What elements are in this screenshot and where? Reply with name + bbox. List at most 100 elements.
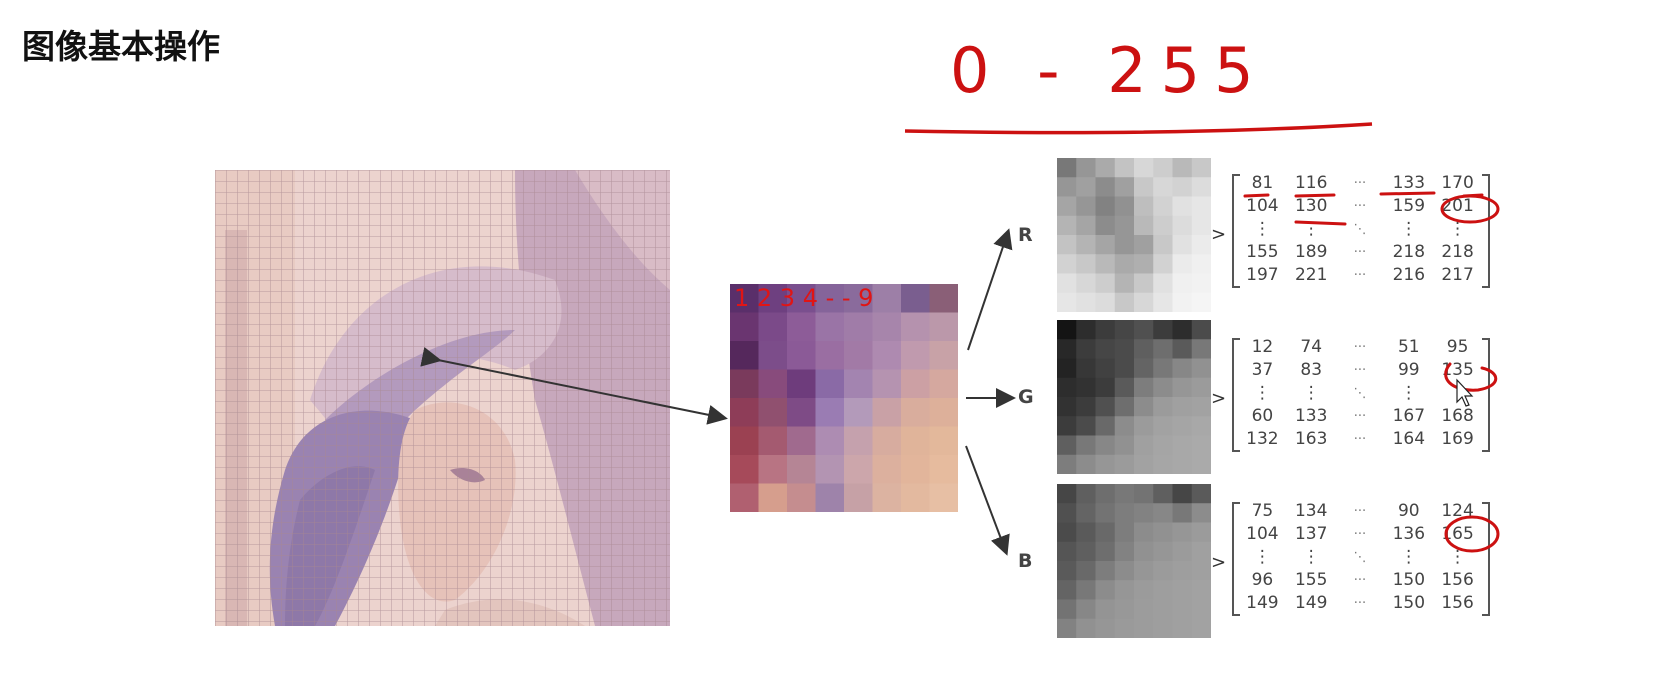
pixel-cell bbox=[1057, 320, 1077, 340]
pixel-cell bbox=[1153, 320, 1173, 340]
pixel-cell bbox=[1191, 484, 1211, 504]
pixel-cell bbox=[1172, 358, 1193, 379]
matrix-cell: 134 bbox=[1294, 501, 1328, 521]
matrix-cell: 167 bbox=[1392, 406, 1426, 426]
pixel-cell bbox=[1114, 177, 1135, 197]
pixel-cell bbox=[1095, 503, 1116, 523]
pixel-cell bbox=[1134, 484, 1154, 504]
pixel-cell bbox=[1057, 484, 1077, 504]
matrix-cell: 218 bbox=[1441, 242, 1474, 262]
pixel-cell bbox=[844, 426, 873, 456]
matrix-cell: ⋮ bbox=[1253, 219, 1271, 239]
pixel-cell bbox=[1095, 522, 1116, 543]
pixel-cell bbox=[1057, 522, 1077, 543]
pixel-cell bbox=[1153, 254, 1173, 274]
matrix-cell: 189 bbox=[1294, 242, 1328, 262]
pixel-cell bbox=[1076, 397, 1096, 417]
matrix-cell: ⋮ bbox=[1400, 219, 1418, 239]
matrix-cell: ··· bbox=[1353, 199, 1367, 214]
pixel-cell bbox=[1095, 292, 1116, 312]
pixel-cell bbox=[1191, 235, 1211, 255]
pixel-cell bbox=[1191, 397, 1211, 417]
pixel-cell bbox=[1076, 339, 1096, 359]
pixel-cell bbox=[787, 284, 816, 313]
pixel-cell bbox=[1057, 358, 1077, 379]
matrix-cell: 37 bbox=[1251, 360, 1274, 380]
pixel-cell bbox=[815, 483, 845, 512]
pixel-cell bbox=[815, 284, 845, 313]
matrix-cell: 149 bbox=[1294, 593, 1328, 613]
pixel-cell bbox=[1134, 541, 1154, 562]
underline-mark bbox=[1379, 191, 1436, 196]
pixel-cell bbox=[1076, 561, 1096, 581]
pixel-cell bbox=[1172, 541, 1193, 562]
pixel-cell bbox=[787, 426, 816, 456]
pixel-cell bbox=[1095, 215, 1116, 236]
pixel-cell bbox=[815, 341, 845, 370]
pixel-cell bbox=[1076, 522, 1096, 543]
pixel-cell bbox=[1153, 397, 1173, 417]
pixel-cell bbox=[1134, 358, 1154, 379]
pixel-cell bbox=[1076, 196, 1096, 217]
matrix-cell: 133 bbox=[1294, 406, 1328, 426]
pixel-cell bbox=[1172, 292, 1193, 312]
pixel-cell bbox=[1114, 503, 1135, 523]
matrix-cell: 150 bbox=[1392, 593, 1426, 613]
circle-mark bbox=[1444, 362, 1498, 392]
pixel-cell bbox=[844, 398, 873, 427]
matrix-cell: 218 bbox=[1392, 242, 1426, 262]
pixel-cell bbox=[1076, 618, 1096, 638]
matrix-cell: 150 bbox=[1392, 570, 1426, 590]
pixel-cell bbox=[1095, 339, 1116, 359]
pixel-cell bbox=[1172, 618, 1193, 638]
pixel-cell bbox=[1191, 522, 1211, 543]
pixel-cell bbox=[1191, 273, 1211, 294]
pixel-cell bbox=[872, 312, 902, 342]
pixel-cell bbox=[1057, 158, 1077, 178]
pixel-cell bbox=[1153, 235, 1173, 255]
pixel-cell bbox=[1134, 599, 1154, 620]
pixel-cell bbox=[1191, 561, 1211, 581]
channel-label-g: G bbox=[1018, 386, 1034, 408]
matrix-cell: 133 bbox=[1392, 173, 1426, 193]
matrix-cell: 159 bbox=[1392, 196, 1426, 216]
matrix-cell: ··· bbox=[1353, 245, 1367, 260]
pixel-cell bbox=[1114, 320, 1135, 340]
pixel-cell bbox=[1057, 580, 1077, 600]
pixel-cell bbox=[901, 398, 930, 427]
matrix-cell: 155 bbox=[1294, 570, 1328, 590]
pixel-cell bbox=[1095, 599, 1116, 620]
matrix-cell: ⋮ bbox=[1449, 547, 1467, 567]
pixel-cell bbox=[1134, 339, 1154, 359]
pixel-cell bbox=[901, 455, 930, 484]
underline-mark bbox=[1294, 193, 1336, 198]
pixel-cell bbox=[1172, 522, 1193, 543]
pixel-cell bbox=[1095, 158, 1116, 178]
pixel-cell bbox=[787, 369, 816, 399]
pixel-cell bbox=[929, 426, 958, 456]
pixel-cell bbox=[1191, 435, 1211, 456]
pixel-cell bbox=[730, 455, 759, 484]
matrix-prefix-r: > bbox=[1211, 224, 1227, 245]
pixel-cell bbox=[730, 341, 759, 370]
pixel-cell bbox=[1191, 618, 1211, 638]
pixel-cell bbox=[1076, 416, 1096, 436]
pixel-cell bbox=[787, 312, 816, 342]
pixel-cell bbox=[1134, 503, 1154, 523]
pixel-cell bbox=[1057, 196, 1077, 217]
matrix-cell: ⋱ bbox=[1353, 386, 1367, 401]
pixel-cell bbox=[1057, 416, 1077, 436]
matrix-cell: 155 bbox=[1246, 242, 1279, 262]
pixel-cell bbox=[1057, 339, 1077, 359]
matrix-cell: ··· bbox=[1353, 363, 1367, 378]
pixel-cell bbox=[1134, 292, 1154, 312]
pixel-cell bbox=[1153, 599, 1173, 620]
pixel-cell bbox=[730, 426, 759, 456]
pixel-cell bbox=[730, 369, 759, 399]
pixel-cell bbox=[1172, 158, 1193, 178]
pixel-cell bbox=[1153, 503, 1173, 523]
matrix-cell: 149 bbox=[1246, 593, 1279, 613]
